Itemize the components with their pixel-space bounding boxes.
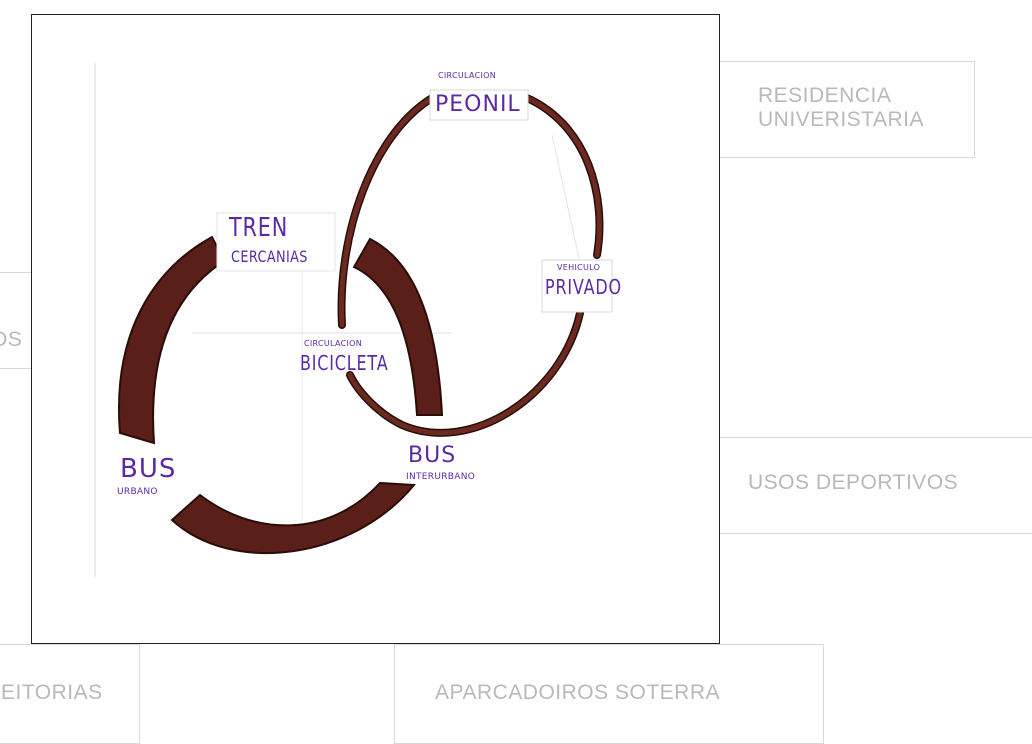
aparcadoiros-label: APARCADOIROS SOTERRA [435,681,720,704]
residencia-label-line2: UNIVERISTARIA [758,108,924,131]
bus-urbano-title: BUS [120,454,177,484]
privado-label-box [541,259,613,313]
residencia-box[interactable]: RESIDENCIA UNIVERISTARIA [717,61,975,158]
partial-box-left-label: OS [0,328,23,351]
urban-transport-ring [118,235,444,554]
vehiculo-subtitle: VEHICULO [557,263,601,272]
tren-subtitle: CERCANIAS [231,247,308,266]
bus-interurbano-title: BUS [408,443,457,468]
usos-deportivos-box[interactable]: USOS DEPORTIVOS [717,437,1032,534]
usos-deportivos-label: USOS DEPORTIVOS [748,471,959,494]
peonil-label-box [429,89,529,121]
ring-segment-tren-bus-interurbano [352,237,444,416]
bicicleta-subtitle: CIRCULACION [304,339,363,348]
tren-title: TREN [229,213,289,243]
partial-box-bottom-left[interactable]: EITORIAS [0,644,140,744]
residencia-label-line1: RESIDENCIA [758,84,892,107]
partial-box-left[interactable]: OS [0,272,35,369]
bicicleta-title: BICICLETA [300,351,389,375]
ring-segment-tren-bus-urbano [118,235,226,445]
ring-segment-bus-urbano-interurbano [170,481,417,554]
mobility-sketch: CIRCULACION PEONIL TREN CERCANIAS VEHICU… [31,14,720,644]
peonil-subtitle: CIRCULACION [438,71,497,80]
tren-label-box [216,212,336,272]
aparcadoiros-box[interactable]: APARCADOIROS SOTERRA [394,644,824,744]
bus-urbano-subtitle: URBANO [117,487,158,497]
bus-interurbano-subtitle: INTERURBANO [406,472,476,482]
vehiculo-title: PRIVADO [545,275,622,299]
peonil-title: PEONIL [435,92,521,117]
sketch-drawing [94,63,613,577]
partial-box-bottom-left-label: EITORIAS [1,681,103,704]
